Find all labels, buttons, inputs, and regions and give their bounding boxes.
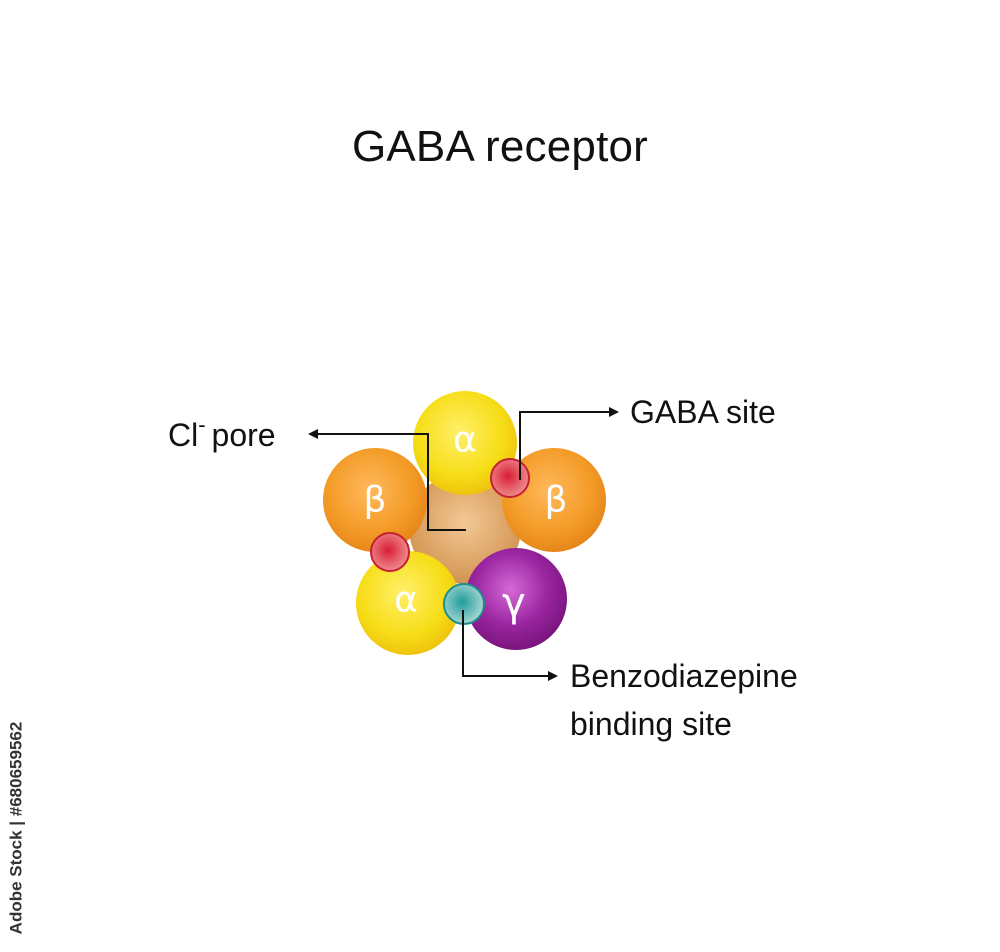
benzo-site-leader-line xyxy=(462,610,558,681)
gaba-binding-site-right xyxy=(490,458,530,498)
pore-leader-line xyxy=(308,429,466,531)
diagram-title: GABA receptor xyxy=(351,122,649,171)
gaba-binding-site-left xyxy=(370,532,410,572)
subunit-alpha-bottom: α xyxy=(356,551,460,655)
subunit-beta-left-symbol: β xyxy=(364,480,387,521)
gaba-site-leader-line xyxy=(519,407,619,480)
subunit-beta-left: β xyxy=(323,448,427,552)
subunit-gamma-symbol: γ xyxy=(502,580,526,626)
subunit-gamma: γ xyxy=(465,548,567,650)
subunit-alpha-top: α xyxy=(413,391,517,495)
gaba-site-label: GABA site xyxy=(630,394,776,430)
subunit-beta-right-symbol: β xyxy=(545,480,568,521)
benzo-site-label-line1: Benzodiazepine xyxy=(570,658,798,694)
watermark-text: Adobe Stock | #680659562 xyxy=(7,722,26,935)
pore-label: Cl-pore xyxy=(168,412,276,453)
stock-watermark-id: Adobe Stock | #680659562 xyxy=(7,722,26,935)
benzo-site-label-line2: binding site xyxy=(570,706,732,742)
subunit-alpha-bottom-symbol: α xyxy=(394,580,418,621)
subunit-alpha-top-symbol: α xyxy=(453,420,477,461)
